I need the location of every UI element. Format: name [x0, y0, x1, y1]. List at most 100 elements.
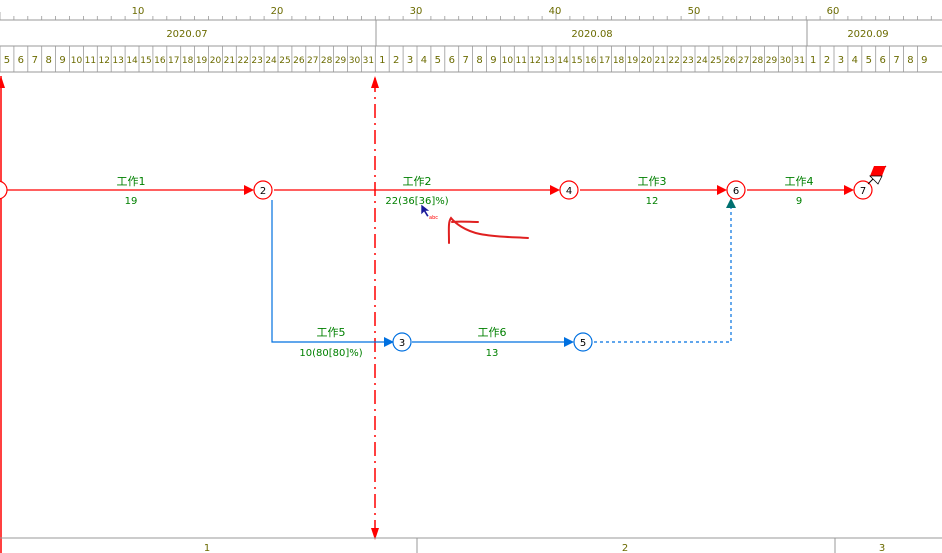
- day-label-august-15: 15: [571, 56, 582, 66]
- task-labels: 工作1 19 工作2 22(36[36]%) 工作3 12 工作4 9 工作5 …: [117, 175, 814, 359]
- node-6-label: 6: [733, 186, 739, 197]
- day-label-august-13: 13: [543, 56, 554, 66]
- task4-duration: 9: [796, 196, 802, 207]
- node-3-label: 3: [399, 338, 405, 349]
- day-label-july-5: 5: [4, 55, 10, 66]
- day-label-july-26: 26: [293, 56, 305, 66]
- day-label-july-22: 22: [238, 56, 249, 66]
- day-label-july-13: 13: [112, 56, 123, 66]
- day-label-august-1: 1: [379, 55, 385, 66]
- day-label-july-6: 6: [18, 55, 24, 66]
- node-1-partial[interactable]: [0, 180, 8, 200]
- node-5-label: 5: [580, 338, 586, 349]
- day-label-august-30: 30: [780, 56, 792, 66]
- day-label-july-12: 12: [99, 56, 110, 66]
- node-4[interactable]: 4: [559, 180, 579, 200]
- bottom-label-3: 3: [879, 543, 885, 553]
- day-label-july-29: 29: [335, 56, 347, 66]
- node-2-label: 2: [260, 186, 266, 197]
- dummy-arrow-head: [726, 198, 736, 208]
- day-label-august-16: 16: [585, 56, 597, 66]
- day-label-july-25: 25: [279, 56, 290, 66]
- day-label-september-6: 6: [879, 55, 885, 66]
- day-label-august-18: 18: [613, 56, 625, 66]
- day-label-august-14: 14: [557, 56, 569, 66]
- day-label-august-25: 25: [710, 56, 721, 66]
- node-7[interactable]: 7: [853, 180, 873, 200]
- day-label-august-7: 7: [462, 55, 468, 66]
- today-line-arrow-bottom: [371, 528, 379, 540]
- left-boundary-arrow: [0, 76, 5, 88]
- day-label-july-19: 19: [196, 56, 208, 66]
- day-label-august-12: 12: [529, 56, 540, 66]
- day-label-july-23: 23: [251, 56, 262, 66]
- day-label-august-17: 17: [599, 56, 610, 66]
- text-cursor-icon: abc: [420, 203, 438, 221]
- node-3[interactable]: 3: [392, 332, 412, 352]
- bottom-band: 1 2 3: [0, 537, 942, 553]
- cursor-label: abc: [429, 215, 438, 221]
- scale-number-20: 20: [271, 6, 284, 17]
- day-label-september-5: 5: [866, 55, 872, 66]
- day-label-september-8: 8: [907, 55, 913, 66]
- day-label-september-9: 9: [921, 55, 927, 66]
- day-label-august-20: 20: [641, 56, 653, 66]
- task2-name: 工作2: [403, 175, 432, 188]
- node-4-label: 4: [566, 186, 572, 197]
- scale-number-40: 40: [549, 6, 562, 17]
- day-label-july-31: 31: [363, 56, 374, 66]
- day-label-september-3: 3: [838, 55, 844, 66]
- task6-name: 工作6: [478, 326, 507, 339]
- task1-duration: 19: [125, 196, 138, 207]
- day-label-july-8: 8: [45, 55, 51, 66]
- day-label-august-29: 29: [766, 56, 778, 66]
- day-label-july-16: 16: [154, 56, 166, 66]
- task2-duration: 22(36[36]%): [385, 196, 448, 207]
- day-label-july-21: 21: [224, 56, 235, 66]
- task1-name: 工作1: [117, 175, 146, 188]
- day-label-august-28: 28: [752, 56, 764, 66]
- node-6[interactable]: 6: [726, 180, 746, 200]
- day-label-september-4: 4: [852, 55, 858, 66]
- bottom-label-2: 2: [622, 543, 628, 553]
- scale-number-60: 60: [827, 6, 840, 17]
- normal-path: [271, 198, 736, 347]
- day-label-july-17: 17: [168, 56, 179, 66]
- month-label-july: 2020.07: [166, 29, 207, 40]
- task5-duration: 10(80[80]%): [299, 348, 362, 359]
- node-5[interactable]: 5: [573, 332, 593, 352]
- task4-name: 工作4: [785, 175, 814, 188]
- month-row: 2020.07 2020.08 2020.09: [0, 20, 942, 47]
- day-label-august-3: 3: [407, 55, 413, 66]
- day-label-september-2: 2: [824, 55, 830, 66]
- scale-number-10: 10: [132, 6, 145, 17]
- today-line-arrow-top: [371, 76, 379, 88]
- scale-row: 10 20 30 40 50 60: [0, 6, 942, 21]
- day-label-july-7: 7: [32, 55, 38, 66]
- task5-name: 工作5: [317, 326, 346, 339]
- day-label-august-10: 10: [502, 56, 514, 66]
- finish-flag-icon: [867, 165, 887, 185]
- scale-number-50: 50: [688, 6, 701, 17]
- day-label-august-19: 19: [627, 56, 639, 66]
- month-label-august: 2020.08: [571, 29, 612, 40]
- day-label-july-18: 18: [182, 56, 194, 66]
- day-label-july-24: 24: [265, 56, 277, 66]
- day-label-july-10: 10: [71, 56, 83, 66]
- timeline-header: [0, 0, 942, 72]
- day-label-july-20: 20: [210, 56, 222, 66]
- day-label-august-2: 2: [393, 55, 399, 66]
- day-label-august-23: 23: [682, 56, 693, 66]
- day-label-august-11: 11: [516, 56, 527, 66]
- day-label-july-27: 27: [307, 56, 318, 66]
- day-label-august-5: 5: [435, 55, 441, 66]
- arrow-task5[interactable]: [271, 200, 386, 343]
- dummy-arrow-5-6[interactable]: [594, 208, 732, 343]
- node-2[interactable]: 2: [253, 180, 273, 200]
- task3-duration: 12: [646, 196, 659, 207]
- day-label-july-30: 30: [349, 56, 361, 66]
- day-label-july-15: 15: [140, 56, 151, 66]
- day-label-september-7: 7: [893, 55, 899, 66]
